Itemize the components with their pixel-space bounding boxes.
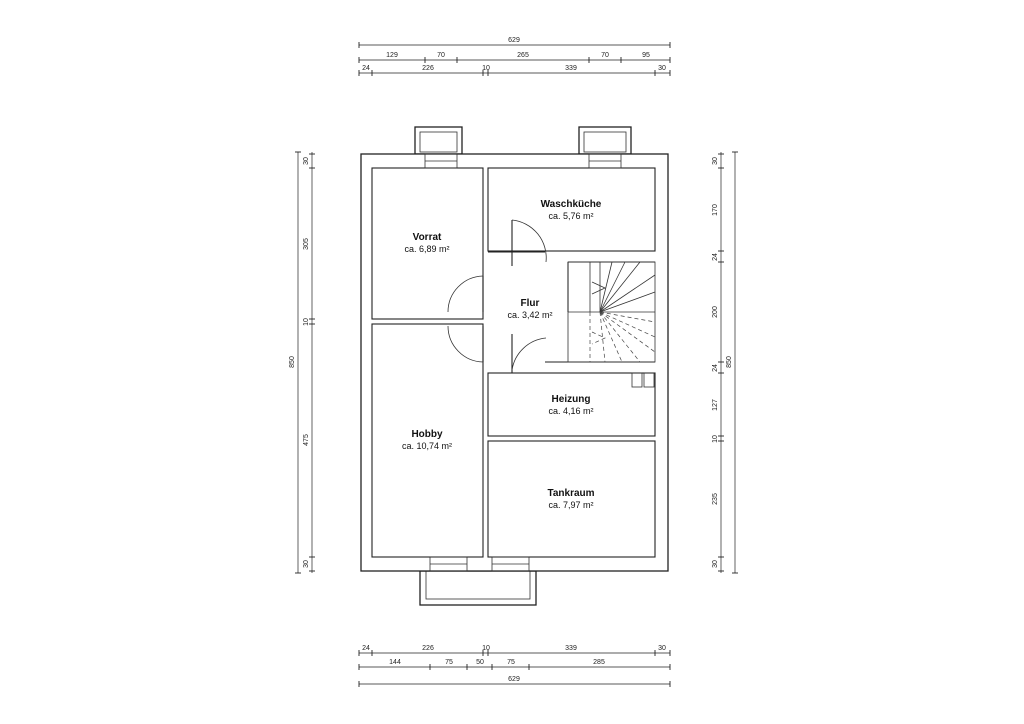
dim-top-row2-2: 10 [482,65,490,72]
room-area-heizung: ca. 4,16 m² [548,406,593,416]
dim-top-row1-2: 265 [517,52,529,59]
room-heizung-outline [487,372,656,437]
room-name-heizung: Heizung [552,394,591,405]
window-well-top-right [578,126,632,155]
door-heizung [511,334,547,373]
dim-right-seg-1: 170 [712,204,719,216]
room-name-waschkueche: Waschküche [541,199,602,210]
dim-left-seg-4: 30 [303,560,310,568]
room-area-vorrat: ca. 6,89 m² [404,244,449,254]
dim-bottom-row1-0: 24 [362,645,370,652]
room-name-tankraum: Tankraum [547,488,594,499]
dimension-top: 629 129 70 265 70 95 24 226 10 339 30 [358,37,671,76]
dimension-bottom: 24 226 10 339 30 144 75 50 75 285 629 [358,645,671,687]
door-vorrat [447,275,484,313]
dim-right-seg-5: 127 [712,399,719,411]
room-area-flur: ca. 3,42 m² [507,310,552,320]
room-waschkueche-outline [487,167,656,252]
dim-left-seg-1: 305 [303,238,310,250]
dimension-left: 850 30 305 10 475 30 [289,151,315,574]
dim-top-row1-3: 70 [601,52,609,59]
window-well-bottom [419,570,537,606]
dim-bottom-row2-3: 75 [507,659,515,666]
dim-left-seg-2: 10 [303,318,310,326]
dim-bottom-row1-3: 339 [565,645,577,652]
dim-bottom-row2-4: 285 [593,659,605,666]
dim-left-seg-3: 475 [303,434,310,446]
dim-right-total: 850 [726,356,733,368]
room-name-vorrat: Vorrat [413,232,442,243]
room-name-flur: Flur [521,298,540,309]
dim-top-row2-3: 339 [565,65,577,72]
dim-bottom-row1-1: 226 [422,645,434,652]
door-waschkueche [511,219,547,266]
room-area-tankraum: ca. 7,97 m² [548,500,593,510]
dim-top-row2-0: 24 [362,65,370,72]
dim-top-total: 629 [508,37,520,44]
dim-top-row2-4: 30 [658,65,666,72]
dim-bottom-row1-2: 10 [482,645,490,652]
dim-right-seg-0: 30 [712,157,719,165]
dim-bottom-row2-2: 50 [476,659,484,666]
dim-top-row1-1: 70 [437,52,445,59]
dim-right-seg-4: 24 [712,364,719,372]
staircase [567,261,656,363]
dim-right-seg-6: 10 [712,435,719,443]
dim-bottom-row2-0: 144 [389,659,401,666]
dim-bottom-row2-1: 75 [445,659,453,666]
dim-bottom-total: 629 [508,676,520,683]
dim-top-row1-4: 95 [642,52,650,59]
dim-right-seg-3: 200 [712,306,719,318]
dim-top-row2-1: 226 [422,65,434,72]
room-name-hobby: Hobby [411,429,443,440]
window-well-top-left [414,126,463,155]
dim-top-row1-0: 129 [386,52,398,59]
room-vorrat-outline [371,167,484,320]
dim-left-seg-0: 30 [303,157,310,165]
dim-right-seg-7: 235 [712,493,719,505]
dim-left-total: 850 [289,356,296,368]
dim-right-seg-8: 30 [712,560,719,568]
dimension-right: 30 170 24 200 24 127 10 235 30 850 [712,151,738,574]
door-hobby [447,325,484,363]
dim-bottom-row1-4: 30 [658,645,666,652]
dim-right-seg-2: 24 [712,253,719,261]
room-tankraum-outline [487,440,656,558]
room-hobby-outline [371,323,484,558]
room-area-hobby: ca. 10,74 m² [402,441,452,451]
room-area-waschkueche: ca. 5,76 m² [548,211,593,221]
